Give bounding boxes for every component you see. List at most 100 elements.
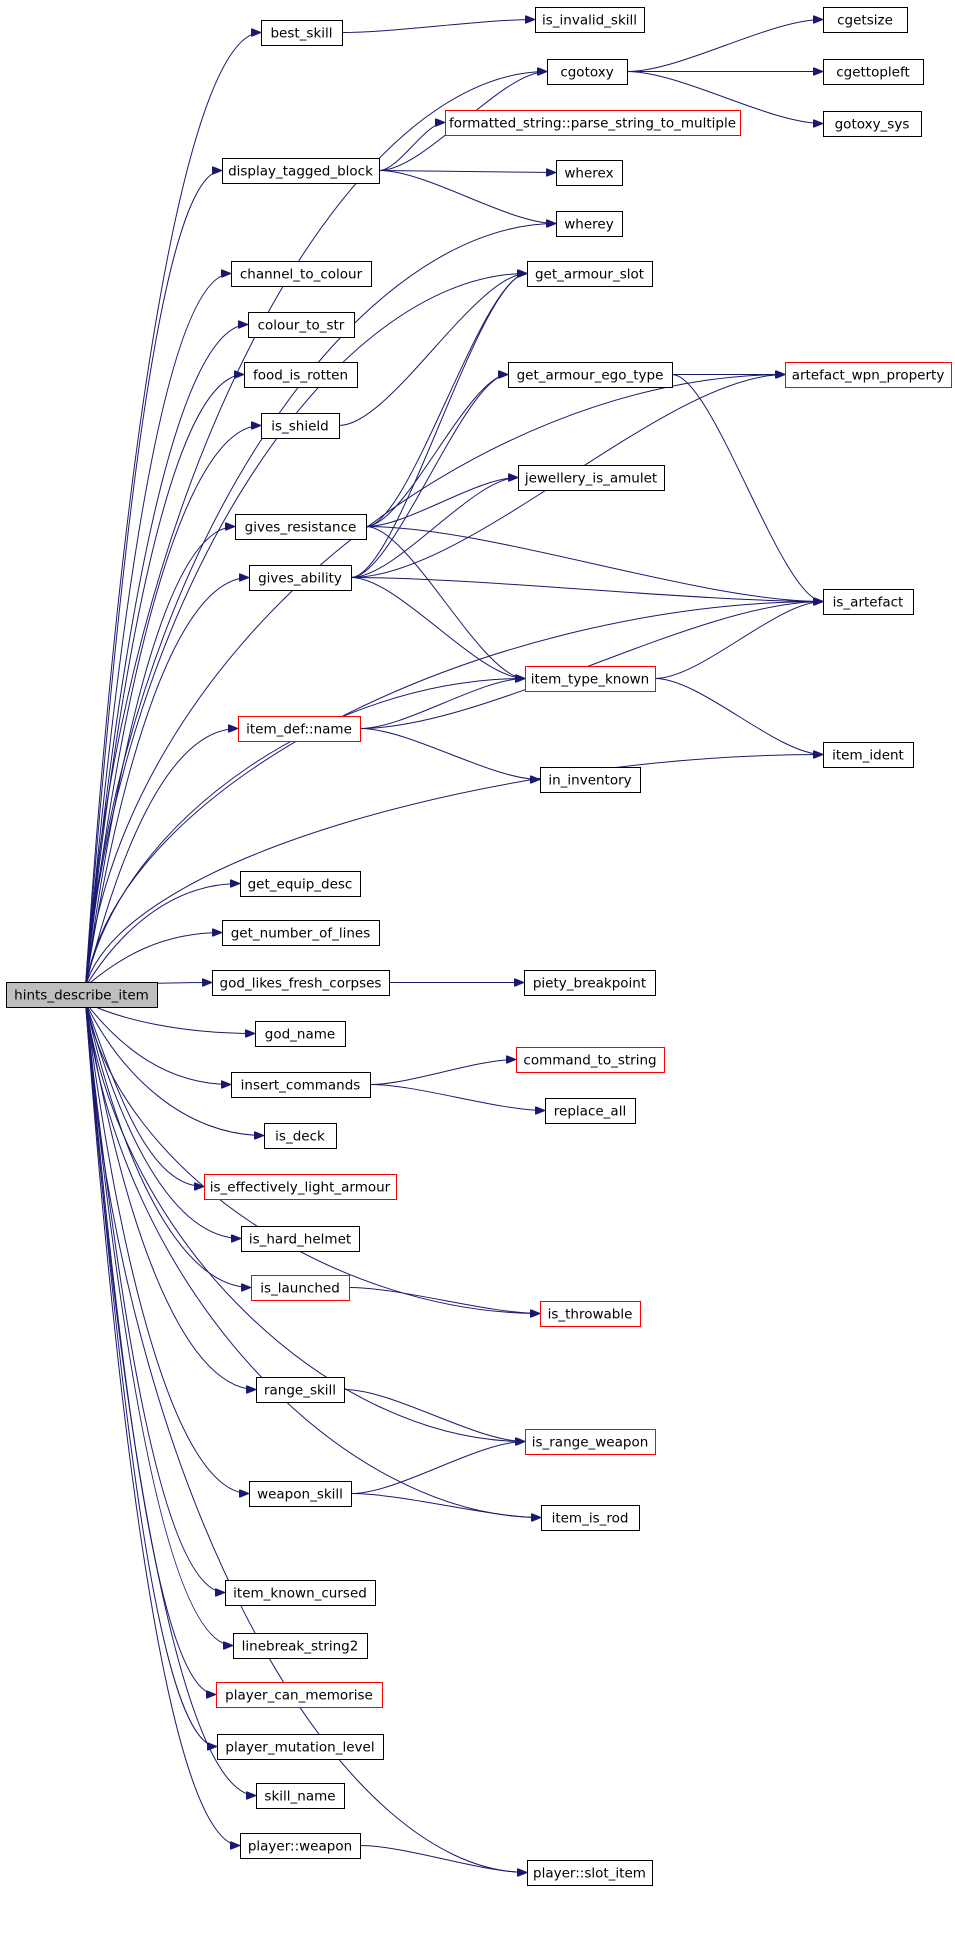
node-is-throwable[interactable]: is_throwable — [540, 1301, 641, 1327]
node-box[interactable] — [541, 1505, 640, 1531]
node-box[interactable] — [545, 1098, 636, 1124]
node-item-type-known[interactable]: item_type_known — [525, 666, 656, 692]
node-root[interactable]: hints_describe_item — [6, 982, 158, 1008]
node-box[interactable] — [823, 59, 924, 85]
node-wherex[interactable]: wherex — [556, 160, 623, 186]
node-player-weapon[interactable]: player::weapon — [240, 1833, 361, 1859]
node-replace-all[interactable]: replace_all — [545, 1098, 636, 1124]
node-box[interactable] — [547, 59, 628, 85]
node-box[interactable] — [212, 970, 390, 996]
node-parse-string[interactable]: formatted_string::parse_string_to_multip… — [445, 110, 741, 136]
node-player-can-memorise[interactable]: player_can_memorise — [216, 1682, 383, 1708]
node-is-effectively-light-armour[interactable]: is_effectively_light_armour — [204, 1174, 397, 1200]
node-box[interactable] — [823, 111, 922, 137]
node-range-skill[interactable]: range_skill — [256, 1377, 345, 1403]
node-box[interactable] — [540, 767, 641, 793]
node-box[interactable] — [233, 1633, 368, 1659]
node-box[interactable] — [508, 362, 673, 388]
node-box[interactable] — [516, 1047, 665, 1073]
node-box[interactable] — [540, 1301, 641, 1327]
node-is-artefact[interactable]: is_artefact — [823, 589, 914, 615]
node-box[interactable] — [823, 589, 914, 615]
node-wherey[interactable]: wherey — [556, 211, 623, 237]
node-command-to-string[interactable]: command_to_string — [516, 1047, 665, 1073]
node-gives-ability[interactable]: gives_ability — [249, 565, 352, 591]
node-box[interactable] — [241, 1226, 360, 1252]
node-box[interactable] — [525, 1429, 656, 1455]
node-box[interactable] — [261, 20, 343, 46]
node-box[interactable] — [527, 261, 653, 287]
node-channel-to-colour[interactable]: channel_to_colour — [231, 261, 372, 287]
node-box[interactable] — [823, 742, 914, 768]
node-god-likes-fresh-corpses[interactable]: god_likes_fresh_corpses — [212, 970, 390, 996]
node-box[interactable] — [248, 312, 355, 338]
node-box[interactable] — [222, 158, 380, 184]
node-food-is-rotten[interactable]: food_is_rotten — [244, 362, 358, 388]
node-get-equip-desc[interactable]: get_equip_desc — [240, 871, 361, 897]
node-piety-breakpoint[interactable]: piety_breakpoint — [524, 970, 656, 996]
node-god-name[interactable]: god_name — [255, 1021, 346, 1047]
node-item-def-name[interactable]: item_def::name — [238, 716, 361, 742]
node-artefact-wpn-property[interactable]: artefact_wpn_property — [785, 362, 952, 388]
node-is-shield[interactable]: is_shield — [261, 413, 340, 439]
node-box[interactable] — [256, 1783, 345, 1809]
node-get-number-of-lines[interactable]: get_number_of_lines — [222, 920, 380, 946]
node-get-armour-ego-type[interactable]: get_armour_ego_type — [508, 362, 673, 388]
node-box[interactable] — [204, 1174, 397, 1200]
node-player-slot-item[interactable]: player::slot_item — [527, 1860, 653, 1886]
node-is-deck[interactable]: is_deck — [264, 1123, 337, 1149]
node-display-tagged-block[interactable]: display_tagged_block — [222, 158, 380, 184]
node-jewellery-is-amulet[interactable]: jewellery_is_amulet — [518, 465, 665, 491]
node-box[interactable] — [525, 666, 656, 692]
node-box[interactable] — [6, 982, 158, 1008]
node-is-launched[interactable]: is_launched — [251, 1275, 350, 1301]
node-box[interactable] — [445, 110, 741, 136]
node-gotoxy-sys[interactable]: gotoxy_sys — [823, 111, 922, 137]
node-best-skill[interactable]: best_skill — [261, 20, 343, 46]
node-box[interactable] — [235, 514, 367, 540]
node-is-hard-helmet[interactable]: is_hard_helmet — [241, 1226, 360, 1252]
node-colour-to-str[interactable]: colour_to_str — [248, 312, 355, 338]
node-player-mutation-level[interactable]: player_mutation_level — [217, 1734, 384, 1760]
node-box[interactable] — [524, 970, 656, 996]
node-box[interactable] — [216, 1682, 383, 1708]
node-item-ident[interactable]: item_ident — [823, 742, 914, 768]
node-skill-name[interactable]: skill_name — [256, 1783, 345, 1809]
node-box[interactable] — [231, 261, 372, 287]
node-box[interactable] — [217, 1734, 384, 1760]
node-box[interactable] — [225, 1580, 376, 1606]
node-box[interactable] — [261, 413, 340, 439]
node-box[interactable] — [238, 716, 361, 742]
node-box[interactable] — [240, 871, 361, 897]
node-box[interactable] — [535, 7, 645, 33]
node-box[interactable] — [556, 211, 623, 237]
node-box[interactable] — [264, 1123, 337, 1149]
node-in-inventory[interactable]: in_inventory — [540, 767, 641, 793]
node-gives-resistance[interactable]: gives_resistance — [235, 514, 367, 540]
node-cgetsize[interactable]: cgetsize — [823, 7, 908, 33]
node-box[interactable] — [231, 1072, 371, 1098]
node-cgotoxy[interactable]: cgotoxy — [547, 59, 628, 85]
node-is-range-weapon[interactable]: is_range_weapon — [525, 1429, 656, 1455]
node-item-known-cursed[interactable]: item_known_cursed — [225, 1580, 376, 1606]
node-box[interactable] — [518, 465, 665, 491]
node-get-armour-slot[interactable]: get_armour_slot — [527, 261, 653, 287]
node-cgettopleft[interactable]: cgettopleft — [823, 59, 924, 85]
node-insert-commands[interactable]: insert_commands — [231, 1072, 371, 1098]
node-box[interactable] — [527, 1860, 653, 1886]
node-box[interactable] — [244, 362, 358, 388]
node-box[interactable] — [222, 920, 380, 946]
node-box[interactable] — [249, 565, 352, 591]
node-box[interactable] — [255, 1021, 346, 1047]
node-box[interactable] — [251, 1275, 350, 1301]
node-is-invalid-skill[interactable]: is_invalid_skill — [535, 7, 645, 33]
node-weapon-skill[interactable]: weapon_skill — [249, 1481, 352, 1507]
node-box[interactable] — [249, 1481, 352, 1507]
node-box[interactable] — [556, 160, 623, 186]
node-box[interactable] — [823, 7, 908, 33]
node-item-is-rod[interactable]: item_is_rod — [541, 1505, 640, 1531]
node-box[interactable] — [240, 1833, 361, 1859]
node-box[interactable] — [785, 362, 952, 388]
node-box[interactable] — [256, 1377, 345, 1403]
node-linebreak-string2[interactable]: linebreak_string2 — [233, 1633, 368, 1659]
